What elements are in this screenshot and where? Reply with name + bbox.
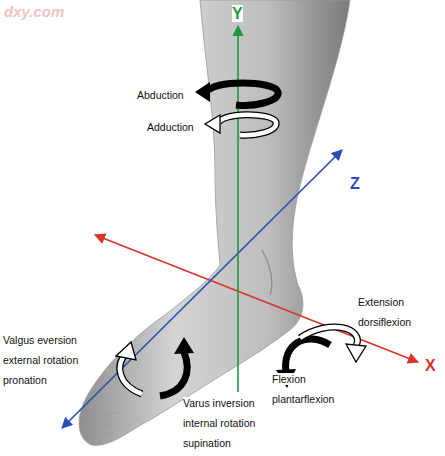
motion-label: Extension dorsiflexion	[358, 291, 428, 331]
axis-letter: Z	[350, 174, 360, 194]
motion-label-text: Abduction	[137, 89, 184, 101]
abduction-arrow	[195, 82, 278, 105]
motion-label: Abduction	[137, 84, 184, 104]
motion-label-text: Varus inversion internal rotation supina…	[183, 397, 255, 449]
z-axis	[62, 150, 342, 428]
extension-arrow	[300, 327, 366, 362]
toe-lines	[96, 412, 118, 436]
motion-label: Flexion plantarflexion	[272, 368, 344, 408]
valgus-arrow	[116, 342, 142, 394]
ankle-shading	[262, 250, 272, 295]
motion-label: Valgus eversion external rotation pronat…	[3, 329, 91, 389]
adduction-arrow	[205, 115, 276, 135]
x-axis	[95, 235, 418, 362]
axis-letter-text: Z	[350, 175, 360, 192]
motion-label-text: Extension dorsiflexion	[358, 296, 411, 328]
axis-letter: Y	[232, 4, 243, 24]
motion-label: Adduction	[147, 116, 194, 136]
motion-label-text: Valgus eversion external rotation pronat…	[3, 334, 78, 386]
motion-label-text: Flexion plantarflexion	[272, 373, 334, 405]
motion-label-text: Adduction	[147, 121, 194, 133]
varus-arrow	[160, 337, 194, 396]
motion-label: Varus inversion internal rotation supina…	[183, 392, 273, 452]
watermark: dxy.com	[4, 2, 64, 22]
axis-letter-text: X	[425, 357, 436, 374]
axis-letter: X	[425, 356, 436, 376]
leg-shape	[79, 0, 350, 445]
watermark-text: dxy.com	[4, 3, 64, 20]
axis-letter-text: Y	[232, 5, 243, 22]
